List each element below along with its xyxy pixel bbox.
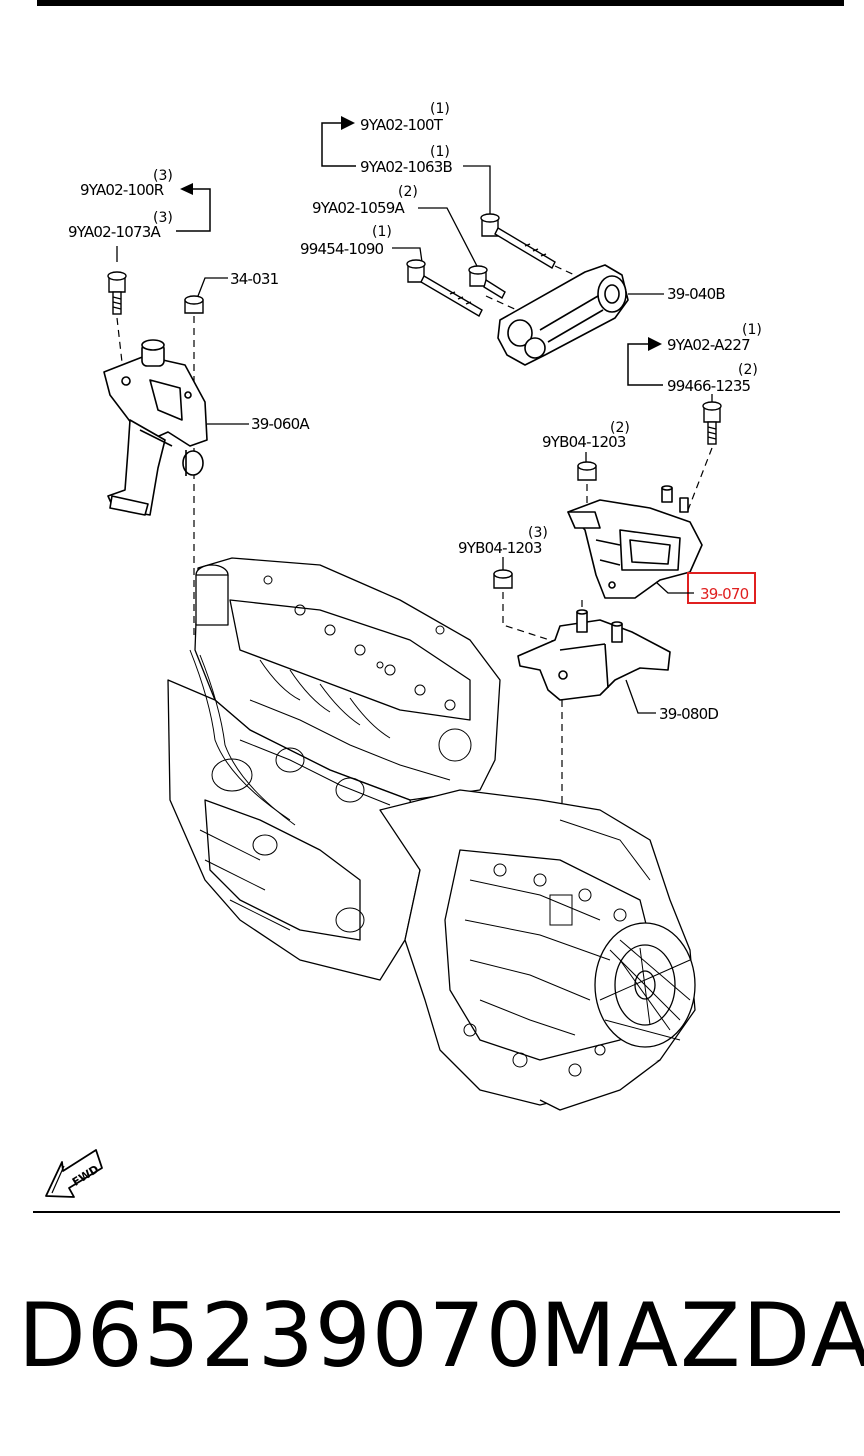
svg-text:99454-1090: 99454-1090 bbox=[300, 240, 384, 258]
callout-34-031: 34-031 bbox=[197, 270, 279, 297]
nut-upper-right bbox=[577, 461, 597, 481]
svg-text:9YB04-1203: 9YB04-1203 bbox=[542, 433, 626, 451]
svg-text:9YA02-100R: 9YA02-100R bbox=[80, 181, 164, 199]
engine-detail-lines bbox=[189, 575, 691, 1077]
svg-text:39-040B: 39-040B bbox=[667, 285, 725, 303]
callout-9yb04-1203-upper: (2) 9YB04-1203 bbox=[542, 420, 630, 464]
highlight-box-39-070 bbox=[687, 572, 756, 604]
callout-39-040b: 39-040B bbox=[628, 285, 726, 303]
mount-39-060a bbox=[103, 339, 208, 516]
callout-9ya02-100t: (1) 9YA02-100T bbox=[321, 101, 450, 167]
svg-text:99466-1235: 99466-1235 bbox=[667, 377, 751, 395]
brand-name: MAZDA bbox=[540, 1284, 864, 1387]
bolt-mid bbox=[468, 265, 506, 299]
svg-text:9YA02-100T: 9YA02-100T bbox=[360, 116, 444, 134]
svg-text:(2): (2) bbox=[398, 184, 418, 200]
callout-9ya02-1059a: (2) 9YA02-1059A bbox=[312, 184, 479, 269]
bolt-right bbox=[702, 401, 722, 445]
callout-9ya02-a227: (1) 9YA02-A227 bbox=[627, 322, 762, 386]
torque-rod-39-040b bbox=[497, 264, 629, 366]
svg-text:39-070: 39-070 bbox=[700, 585, 749, 603]
svg-text:9YA02-1073A: 9YA02-1073A bbox=[68, 223, 161, 241]
callout-39-060a: 39-060A bbox=[207, 415, 311, 433]
svg-text:(1): (1) bbox=[372, 224, 392, 240]
svg-text:9YA02-1063B: 9YA02-1063B bbox=[360, 158, 452, 176]
callout-39-080d: 39-080D bbox=[625, 679, 719, 723]
callout-9ya02-1063b: (1) 9YA02-1063B bbox=[360, 144, 491, 218]
nut-lower-left bbox=[493, 569, 513, 589]
callout-9ya02-1073a: (3) 9YA02-1073A bbox=[68, 210, 173, 262]
callout-9yb04-1203-lower: (3) 9YB04-1203 bbox=[458, 525, 548, 572]
svg-text:34-031: 34-031 bbox=[230, 270, 279, 288]
svg-text:(1): (1) bbox=[430, 101, 450, 117]
part-number: D65239070 bbox=[18, 1284, 543, 1387]
svg-text:(2): (2) bbox=[738, 362, 758, 378]
callout-39-070: 39-070 bbox=[655, 581, 749, 603]
callout-99454-1090: (1) 99454-1090 bbox=[300, 224, 423, 263]
bolt-long-lower bbox=[406, 259, 483, 317]
svg-text:9YA02-A227: 9YA02-A227 bbox=[667, 336, 750, 354]
svg-text:39-060A: 39-060A bbox=[251, 415, 310, 433]
svg-text:(1): (1) bbox=[430, 144, 450, 160]
svg-text:9YB04-1203: 9YB04-1203 bbox=[458, 539, 542, 557]
bolt-left bbox=[107, 271, 127, 315]
svg-text:(3): (3) bbox=[153, 168, 173, 184]
mount-39-070 bbox=[567, 485, 703, 599]
top-border bbox=[37, 0, 844, 6]
fwd-arrow-icon: FWD bbox=[45, 1149, 103, 1198]
callout-9ya02-100r: (3) 9YA02-100R bbox=[80, 168, 211, 232]
nut-left bbox=[184, 295, 204, 314]
svg-text:(3): (3) bbox=[153, 210, 173, 226]
bolt-long-upper bbox=[480, 213, 556, 269]
svg-text:(1): (1) bbox=[742, 322, 762, 338]
bracket-39-080d bbox=[517, 609, 671, 701]
callout-99466-1235: (2) 99466-1235 bbox=[667, 362, 758, 404]
svg-text:(3): (3) bbox=[528, 525, 548, 541]
svg-text:9YA02-1059A: 9YA02-1059A bbox=[312, 199, 405, 217]
svg-text:(2): (2) bbox=[610, 420, 630, 436]
svg-text:39-080D: 39-080D bbox=[659, 705, 718, 723]
